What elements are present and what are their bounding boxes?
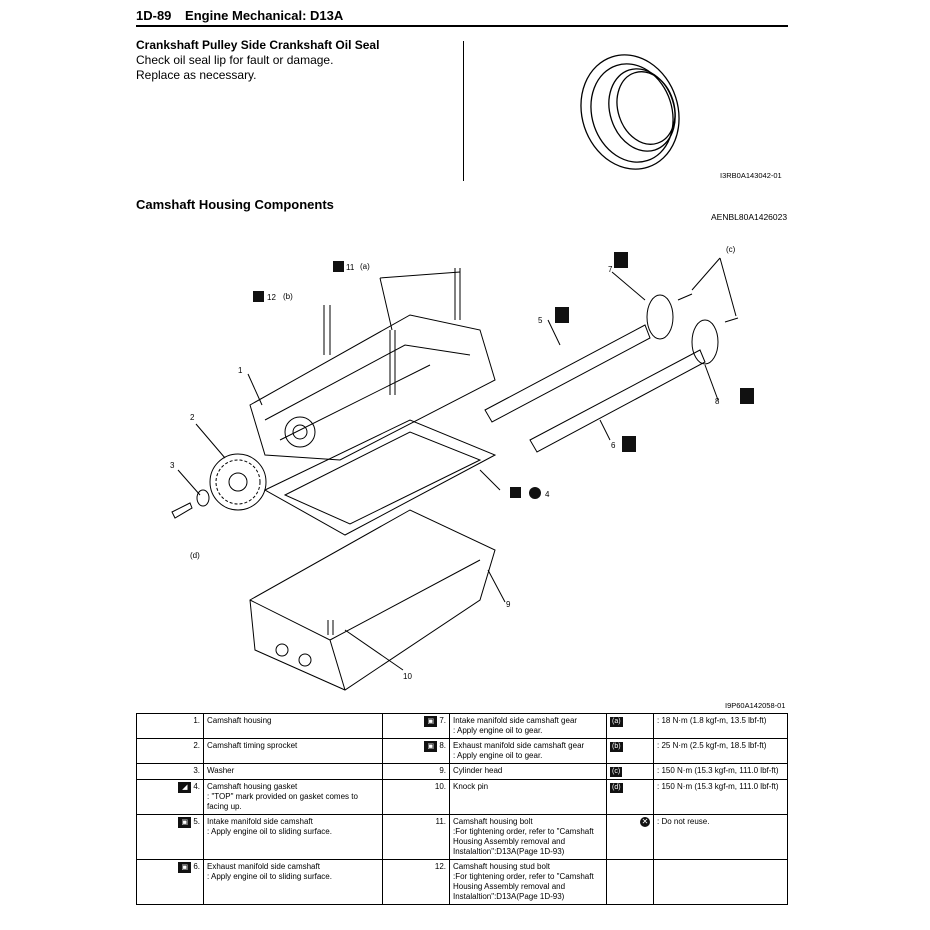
oil-can-icon: ▣ <box>424 741 438 752</box>
do-not-reuse-icon <box>529 487 541 499</box>
components-legend-table: 1. Camshaft housing ▣7. Intake manifold … <box>136 713 788 905</box>
torque-wrench-icon: (a) <box>610 717 623 727</box>
legend-num: 12. <box>382 859 450 905</box>
callout-7: 7 <box>608 265 613 274</box>
section1-line: Replace as necessary. <box>136 68 257 82</box>
callout-torque-d: (d) <box>190 551 200 560</box>
legend-text: Camshaft housing <box>203 713 383 739</box>
legend-num: ▣5. <box>136 814 204 860</box>
exhaust-gear-shape <box>691 319 719 365</box>
washer-shape <box>196 489 210 507</box>
legend-text: Washer <box>203 763 383 780</box>
sprocket-bolt-shape <box>171 502 193 519</box>
legend-row: ◢4. Camshaft housing gasket: "TOP" mark … <box>136 779 788 815</box>
legend-value <box>653 859 788 905</box>
legend-row: ▣5. Intake manifold side camshaft: Apply… <box>136 814 788 860</box>
oil-seal-image-id: I3RB0A143042-01 <box>720 171 782 180</box>
legend-symbol <box>606 859 654 905</box>
column-separator <box>463 41 464 181</box>
cylinder-head-shape <box>249 509 496 691</box>
sealant-icon: ◢ <box>178 782 192 793</box>
oil-can-icon: ▣ <box>424 716 438 727</box>
legend-value: : 18 N·m (1.8 kgf-m, 13.5 lbf-ft) <box>653 713 788 739</box>
legend-num: 2. <box>136 738 204 764</box>
knock-pin-shape <box>327 620 334 635</box>
legend-symbol: (d) <box>606 779 654 815</box>
callout-3: 3 <box>170 461 175 470</box>
callout-torque-b: (b) <box>283 292 293 301</box>
legend-value: : 150 N·m (15.3 kgf-m, 111.0 lbf-ft) <box>653 763 788 780</box>
section1-line: Check oil seal lip for fault or damage. <box>136 53 334 67</box>
exhaust-camshaft-shape <box>529 349 706 453</box>
legend-num: 11. <box>382 814 450 860</box>
legend-num: 10. <box>382 779 450 815</box>
legend-row: 2. Camshaft timing sprocket ▣8. Exhaust … <box>136 738 788 764</box>
legend-value: : 150 N·m (15.3 kgf-m, 111.0 lbf-ft) <box>653 779 788 815</box>
callout-torque-c: (c) <box>726 245 736 254</box>
legend-num: 3. <box>136 763 204 780</box>
camshaft-housing-shape <box>249 314 496 461</box>
legend-row: ▣6. Exhaust manifold side camshaft: Appl… <box>136 859 788 905</box>
legend-text: Camshaft timing sprocket <box>203 738 383 764</box>
legend-text: Intake manifold side camshaft: Apply eng… <box>203 814 383 860</box>
housing-bolt-shape <box>454 268 461 320</box>
legend-value: : 25 N·m (2.5 kgf-m, 18.5 lbf-ft) <box>653 738 788 764</box>
page-number: 1D-89 <box>136 8 172 23</box>
callout-torque-a: (a) <box>360 262 370 271</box>
do-not-reuse-icon: ✕ <box>640 817 650 827</box>
section2-title: Camshaft Housing Components <box>136 197 334 212</box>
callout-4: 4 <box>545 490 550 499</box>
page-header: 1D-89 Engine Mechanical: D13A <box>136 8 343 23</box>
legend-symbol: ✕ <box>606 814 654 860</box>
page-title: Engine Mechanical: D13A <box>185 8 344 23</box>
oil-can-icon: ▣ <box>178 862 192 873</box>
legend-text: Exhaust manifold side camshaft: Apply en… <box>203 859 383 905</box>
legend-num: ▣6. <box>136 859 204 905</box>
legend-num: ◢4. <box>136 779 204 815</box>
legend-text: Camshaft housing gasket: "TOP" mark prov… <box>203 779 383 815</box>
callout-10: 10 <box>403 672 412 681</box>
callout-2: 2 <box>190 413 195 422</box>
legend-symbol: (b) <box>606 738 654 764</box>
header-rule <box>136 25 788 27</box>
legend-text: Cylinder head <box>449 763 607 780</box>
callout-8: 8 <box>715 397 720 406</box>
callout-11: 11 <box>346 263 355 272</box>
callout-5: 5 <box>538 316 543 325</box>
legend-num: 1. <box>136 713 204 739</box>
gasket-shape <box>263 419 497 536</box>
intake-gear-shape <box>646 294 674 340</box>
callout-6: 6 <box>611 441 616 450</box>
legend-text: Exhaust manifold side camshaft gear: App… <box>449 738 607 764</box>
stud-bolt-shape <box>323 305 331 355</box>
legend-row: 1. Camshaft housing ▣7. Intake manifold … <box>136 713 788 739</box>
legend-row: 3. Washer 9. Cylinder head (c) : 150 N·m… <box>136 763 788 780</box>
legend-symbol: (a) <box>606 713 654 739</box>
torque-wrench-icon: (b) <box>610 742 623 752</box>
torque-wrench-icon: (c) <box>610 767 623 777</box>
legend-text: Intake manifold side camshaft gear: Appl… <box>449 713 607 739</box>
oil-can-icon: ▣ <box>178 817 192 828</box>
intake-camshaft-shape <box>484 324 651 423</box>
legend-value: : Do not reuse. <box>653 814 788 860</box>
legend-text: Camshaft housing bolt:For tightening ord… <box>449 814 607 860</box>
callout-12: 12 <box>267 293 276 302</box>
callout-1: 1 <box>238 366 243 375</box>
legend-num: 9. <box>382 763 450 780</box>
timing-sprocket-shape <box>209 453 267 511</box>
diagram-image-id: I9P60A142058-01 <box>725 701 786 710</box>
callout-9: 9 <box>506 600 511 609</box>
section1-title: Crankshaft Pulley Side Crankshaft Oil Se… <box>136 38 380 52</box>
section2-ref-id: AENBL80A1426023 <box>711 212 788 222</box>
legend-num: ▣8. <box>382 738 450 764</box>
legend-symbol: (c) <box>606 763 654 780</box>
legend-text: Knock pin <box>449 779 607 815</box>
torque-wrench-icon: (d) <box>610 783 623 793</box>
legend-text: Camshaft housing stud bolt:For tightenin… <box>449 859 607 905</box>
legend-num: ▣7. <box>382 713 450 739</box>
